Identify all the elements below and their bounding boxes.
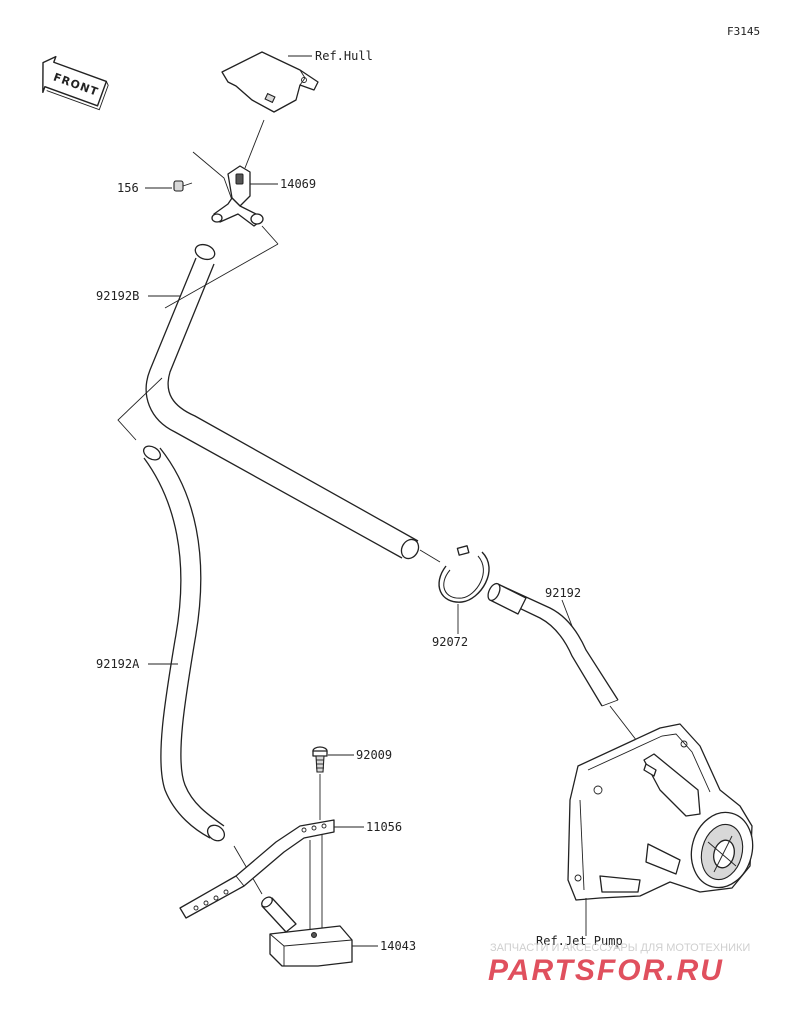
ref-hull-label: Ref.Hull: [315, 49, 373, 63]
strainer-14043: [261, 896, 353, 967]
jet-pump: [567, 723, 754, 901]
label-14069: 14069: [280, 177, 316, 191]
label-156: 156: [117, 181, 139, 195]
watermark-caption: ЗАПЧАСТИ И АКСЕССУАРЫ ДЛЯ МОТОТЕХНИКИ: [490, 942, 750, 954]
watermark-brand: PARTSFOR.RU: [488, 954, 724, 987]
hull-bracket: [221, 51, 319, 113]
label-92072: 92072: [432, 635, 468, 649]
watermark: ЗАПЧАСТИ И АКСЕССУАРЫ ДЛЯ МОТОТЕХНИКИ PA…: [488, 942, 750, 987]
fitting-14069: [211, 165, 264, 227]
figure-code: F3145: [727, 25, 760, 38]
label-92192a: 92192A: [96, 657, 140, 671]
bolt-92009: [312, 746, 328, 773]
hose-92192a: [142, 445, 226, 842]
label-14043: 14043: [380, 939, 416, 953]
label-92192b: 92192B: [96, 289, 139, 303]
bolt-156: [173, 180, 193, 192]
hose-92192: [487, 582, 619, 707]
label-92192: 92192: [545, 586, 581, 600]
front-arrow-icon: FRONT: [42, 55, 109, 111]
bracket-11056: [179, 819, 335, 919]
ref-jet-pump-label: Ref.Jet Pump: [536, 934, 623, 948]
clamp-92072: [438, 545, 490, 603]
label-92009: 92009: [356, 748, 392, 762]
label-11056: 11056: [366, 820, 402, 834]
hose-92192b: [145, 243, 420, 560]
